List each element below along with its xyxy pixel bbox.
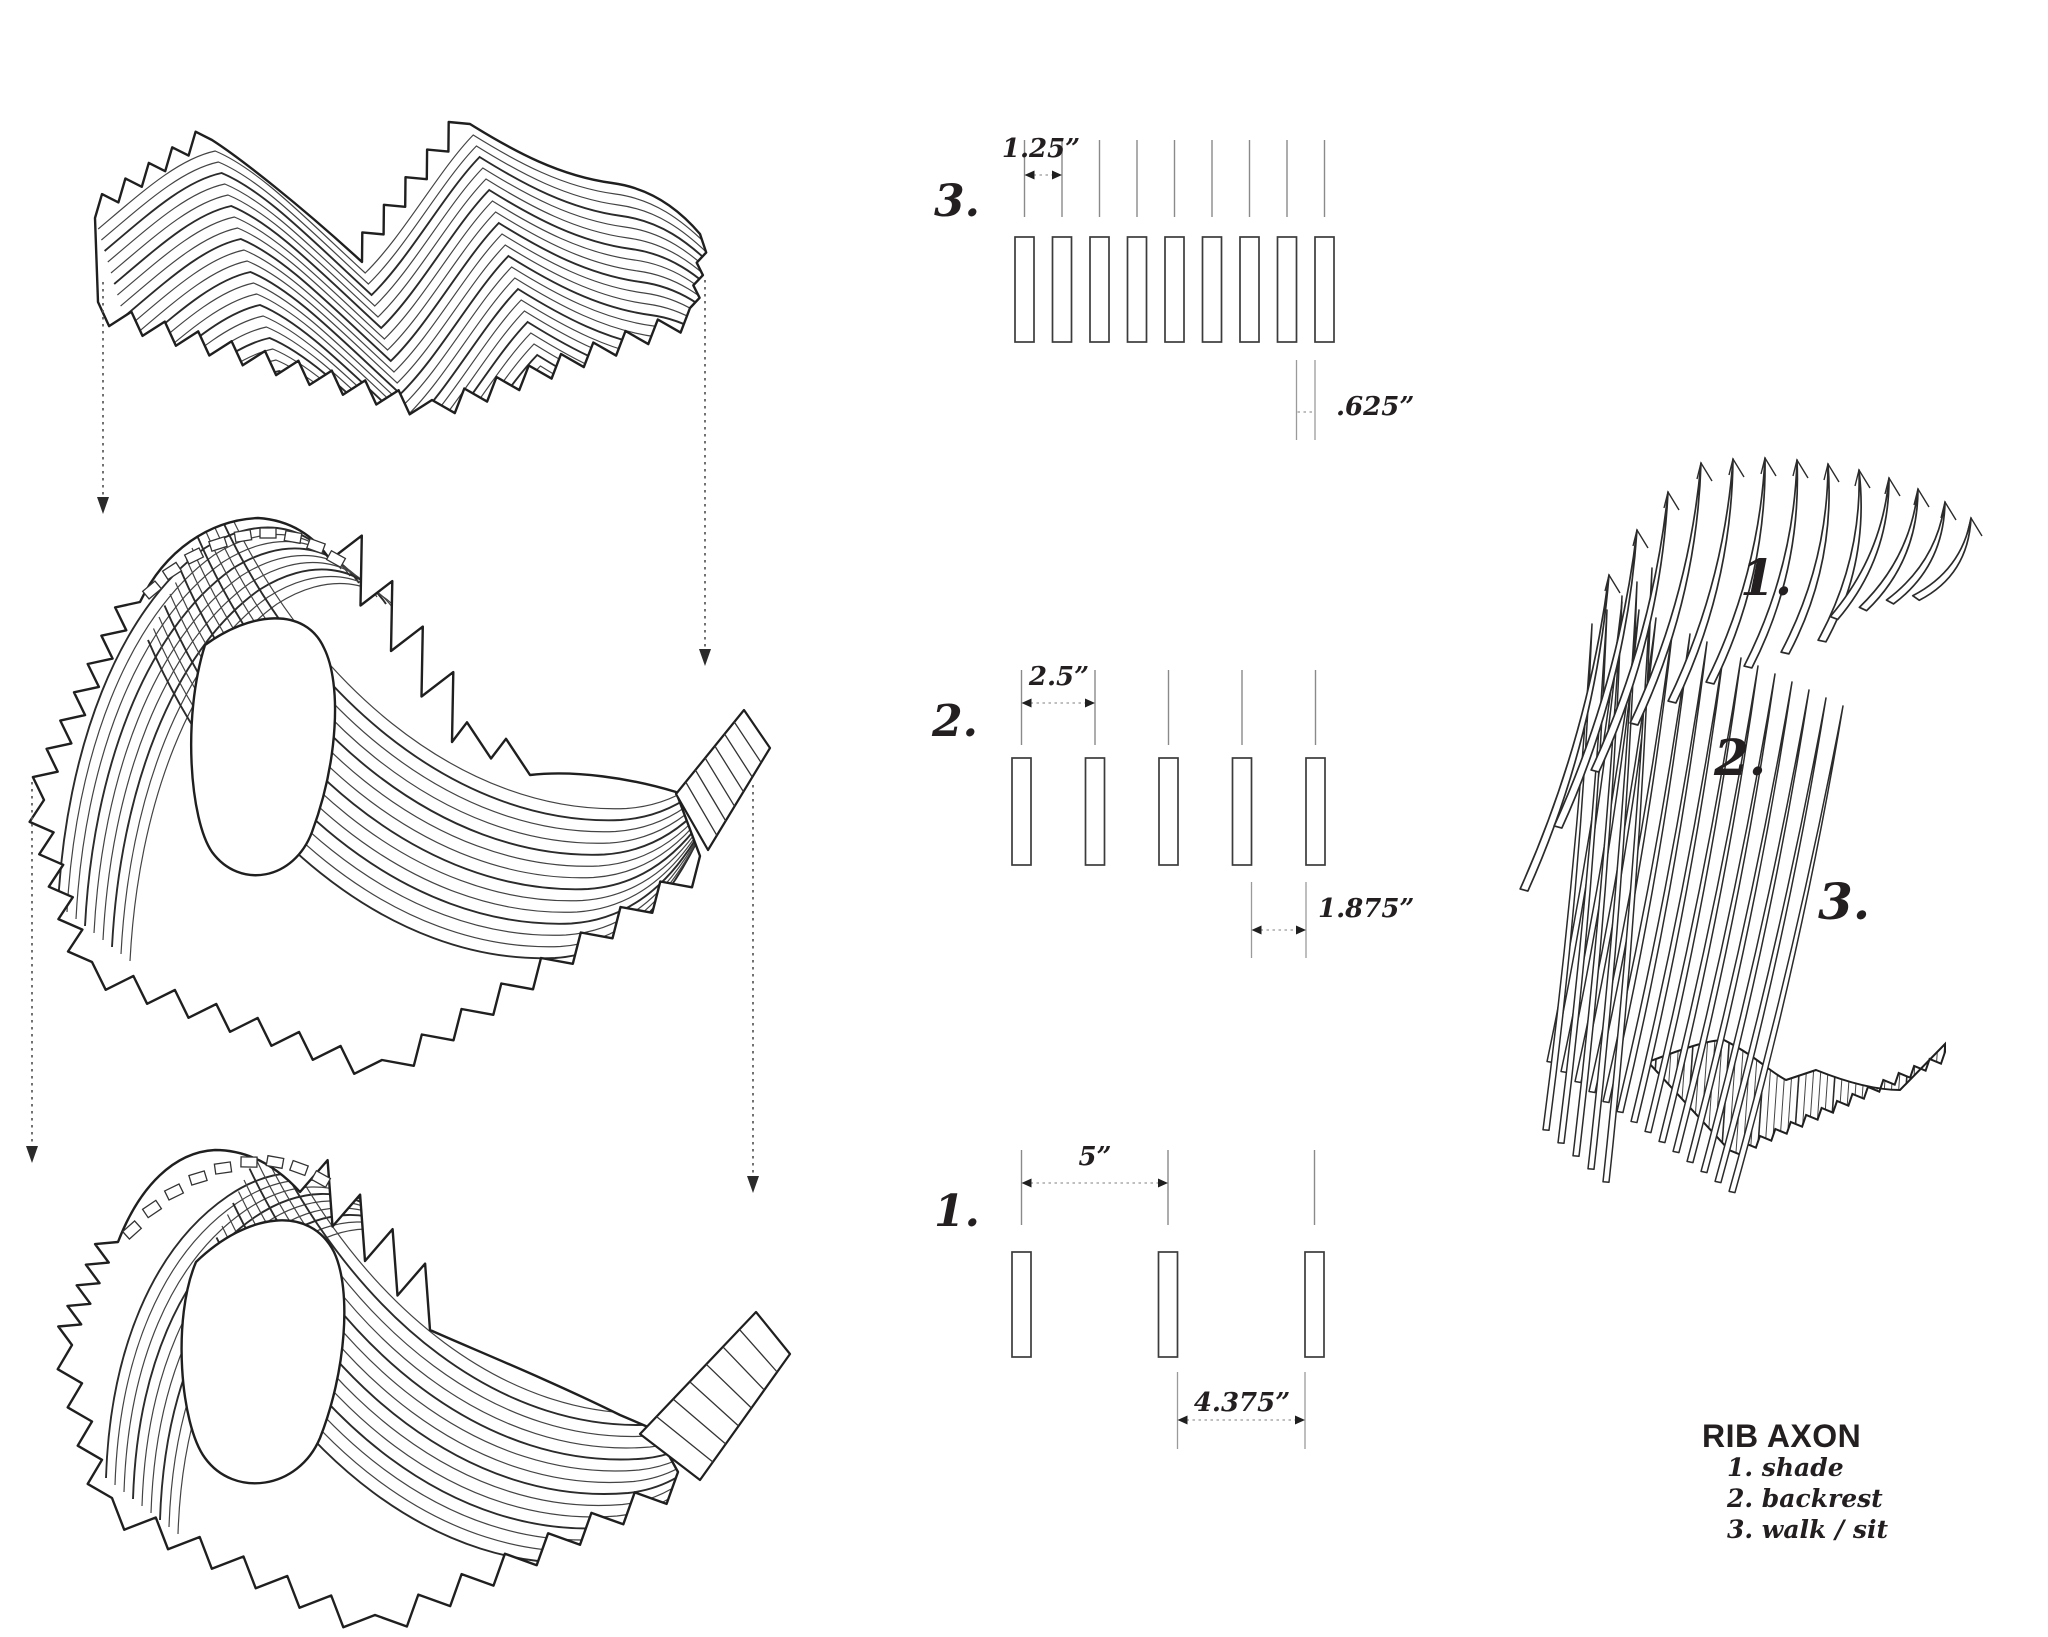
dim-pitch-2-label: 2.5” (1028, 662, 1090, 692)
process-arrows (26, 280, 759, 1193)
diagram-1-label: 1. (934, 1186, 980, 1237)
dim-pitch-3-label: 1.25” (1001, 134, 1081, 164)
legend-item-backrest: 2. backrest (1727, 1484, 1883, 1513)
dim-gap-3-label: .625” (1336, 392, 1415, 422)
axon-callout-2: 2. (1714, 728, 1767, 787)
sheet-title: RIB AXON (1702, 1418, 1862, 1454)
dim-gap-1-label: 4.375” (1193, 1388, 1291, 1418)
axon-callout-3: 3. (1818, 872, 1871, 931)
legend-item-shade: 1. shade (1727, 1453, 1844, 1482)
spacing-diagrams (1011, 140, 1335, 1449)
rib-model-top (93, 120, 708, 416)
rib-model-bottom (56, 1148, 792, 1629)
legend-item-walk-sit: 3. walk / sit (1727, 1515, 1888, 1544)
rib-model-middle (28, 516, 772, 1075)
axon-callout-1: 1. (1740, 548, 1793, 607)
dim-gap-2-label: 1.875” (1318, 894, 1415, 924)
dim-pitch-1-label: 5” (1078, 1142, 1112, 1172)
diagram-3-label: 3. (934, 176, 980, 227)
diagram-2-label: 2. (932, 696, 978, 747)
